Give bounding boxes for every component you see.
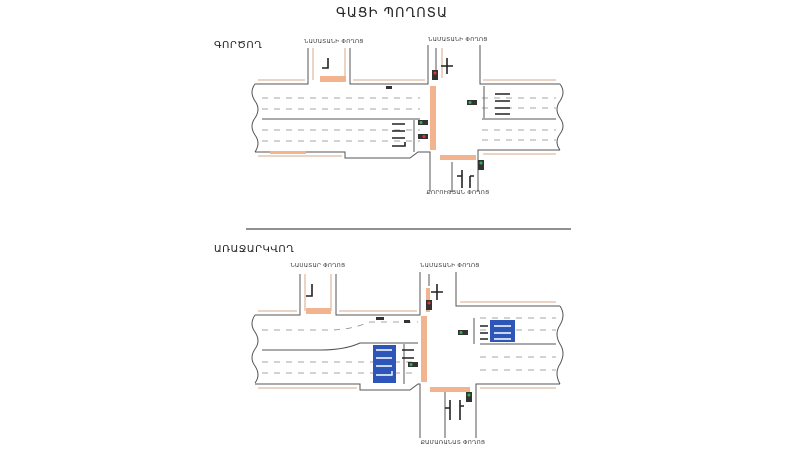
street-label-top-left: ՆԱՍԱՏԱՐ ՓՈՂՈՑ — [291, 263, 346, 269]
page-title: ԳԱՑԻ ՊՈՂՈՏԱ — [336, 6, 448, 21]
traffic-lights — [376, 300, 472, 402]
road-outline — [251, 45, 564, 192]
section-proposed: ԱՌԱՋԱՐԿՎՈՂ ՆԱՍԱՏԱՐ ՓՈՂՈՑ ՆԱՄԱՏԱՆԻ ՓՈՂՈՑ … — [214, 244, 564, 446]
arrow-west-icon — [494, 325, 511, 340]
arrow-east-icon — [376, 349, 393, 376]
traffic-lights — [386, 70, 484, 170]
arrow-cross-icon — [431, 284, 443, 300]
street-label-top-right: ՆԱՄԱՏԱՆԻ ՓՈՂՈՑ — [420, 263, 479, 269]
road-outline — [251, 272, 564, 438]
street-label-bottom: ՔՈՐՈՒԹՅԱՆ ՓՈՂՈՑ — [427, 190, 490, 196]
lane-highlights — [373, 320, 515, 383]
arrow-left-turn-icon — [306, 284, 313, 297]
lane-arrows — [322, 58, 510, 188]
lane-arrows — [306, 284, 511, 420]
arrow-left-turn-icon — [322, 58, 329, 69]
arrow-west-extra-icon — [480, 325, 488, 340]
arrow-east-icon — [392, 123, 406, 147]
street-label-top-right: ՆԱՄԱՏԱՆԻ ՓՈՂՈՑ — [428, 37, 487, 43]
arrow-split-icon — [445, 400, 464, 420]
arrow-cross-icon — [441, 58, 453, 74]
arrow-east-extra-icon — [402, 349, 414, 359]
section-label-current: ԳՈՐԾՈՂ — [214, 40, 262, 51]
section-current: ԳՈՐԾՈՂ ՆԱՄԱՏԱՆԻ ՓՈՂՈՑ ՆԱՄԱՏԱՆԻ ՓՈՂՈՑ ՔՈՐ… — [214, 37, 564, 196]
street-label-top-left: ՆԱՄԱՏԱՆԻ ՓՈՂՈՑ — [304, 39, 363, 45]
arrow-split-icon — [457, 170, 474, 188]
section-label-proposed: ԱՌԱՋԱՐԿՎՈՂ — [214, 244, 294, 255]
arrow-west-icon — [495, 93, 510, 115]
street-label-bottom: ՔԱՄԱՌԱՆԱՏ ՓՈՂՈՑ — [421, 440, 486, 446]
